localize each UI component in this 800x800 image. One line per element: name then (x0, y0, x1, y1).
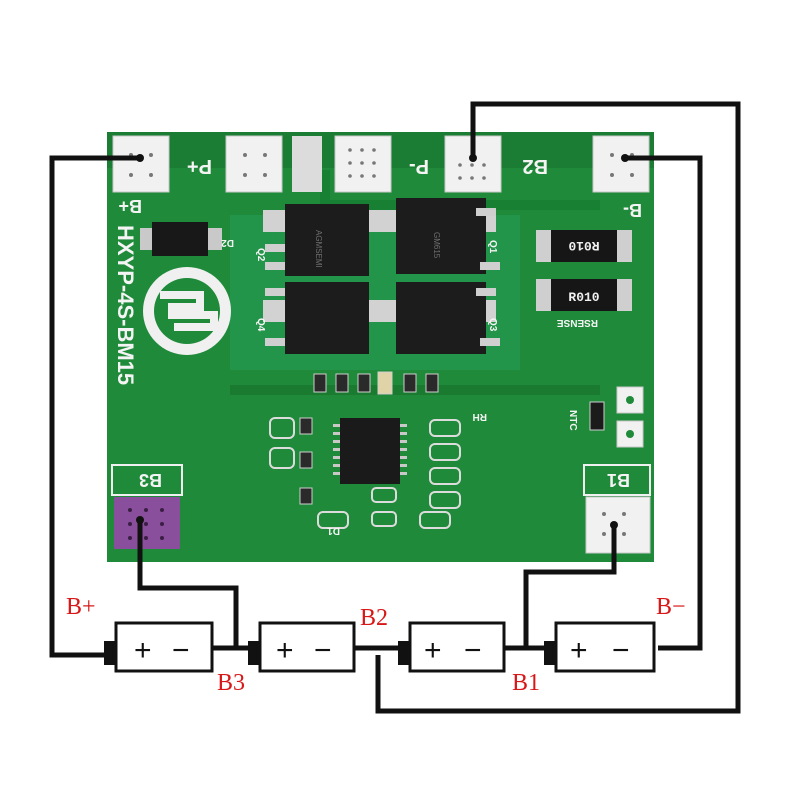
resistor-r010-1 (536, 230, 632, 262)
pad-label-b3: B3 (139, 470, 162, 490)
wire-b2 (375, 101, 741, 714)
pad-label-b2: B2 (522, 155, 548, 177)
battery-4-plus: + (570, 634, 588, 667)
pad-label-bplus: B+ (118, 196, 142, 216)
mosfet-part-q1: GM615 (432, 232, 441, 259)
battery-1-plus: + (134, 634, 152, 667)
label-q3: Q3 (487, 318, 498, 332)
board-logo (143, 267, 231, 355)
pad-label-pplus: P+ (187, 155, 212, 177)
wire-bplus (49, 155, 140, 658)
pad-b1 (583, 464, 651, 554)
pad-label-bminus: B- (623, 200, 642, 220)
mosfet-brand-q2: AGMSEMI (314, 230, 323, 268)
bms-board: P+ B+ P- B2 B- (107, 132, 654, 562)
wire-b3 (137, 520, 239, 648)
label-q2: Q2 (255, 248, 266, 262)
board-model-label: HXYP-4S-BM15 (113, 225, 138, 385)
resistor-r010-2 (536, 279, 632, 311)
label-b3: B3 (217, 670, 245, 696)
pad-label-b1: B1 (607, 470, 630, 490)
battery-4-minus: − (612, 634, 630, 667)
label-rsense: RSENSE (557, 317, 598, 328)
battery-cell-4: + − (544, 621, 656, 673)
mosfet-q1 (378, 198, 500, 274)
label-r010-1: R010 (568, 238, 599, 253)
pad-label-pminus: P- (409, 155, 429, 177)
battery-cell-1: + − (104, 621, 214, 673)
label-d2: D2 (221, 237, 234, 248)
pad-pplus-2 (225, 135, 283, 193)
label-rh: RH (473, 411, 487, 422)
pad-pminus (334, 135, 392, 193)
pad-b3 (111, 464, 183, 549)
battery-cell-3: + − (398, 621, 506, 673)
label-d1: D1 (327, 525, 340, 536)
label-r010-2: R010 (568, 290, 599, 305)
label-ntc: NTC (567, 410, 578, 431)
ntc-thermistor (589, 401, 605, 431)
pad-pplus (112, 135, 170, 193)
battery-3-plus: + (424, 634, 442, 667)
pad-b2 (444, 135, 502, 193)
battery-3-minus: − (464, 634, 482, 667)
wires (49, 101, 741, 714)
diode-d2 (140, 222, 222, 256)
small-components (269, 371, 461, 529)
label-q1: Q1 (487, 240, 498, 254)
wire-b1 (523, 525, 617, 648)
label-b2: B2 (360, 605, 388, 631)
bms-ic (333, 418, 407, 484)
mosfet-q3 (378, 282, 500, 354)
pad-bminus (592, 135, 650, 193)
label-q4: Q4 (255, 318, 266, 332)
trace (320, 170, 600, 210)
wire-bminus (625, 155, 703, 651)
mosfet-q2 (263, 204, 381, 276)
mosfet-q4 (263, 282, 381, 354)
label-bplus: B+ (66, 594, 96, 620)
battery-1-minus: − (172, 634, 190, 667)
label-bminus: B− (656, 594, 686, 620)
battery-2-minus: − (314, 634, 332, 667)
battery-2-plus: + (276, 634, 294, 667)
pad-gap (292, 136, 322, 192)
label-b1: B1 (512, 670, 540, 696)
battery-cell-2: + − (248, 621, 356, 673)
